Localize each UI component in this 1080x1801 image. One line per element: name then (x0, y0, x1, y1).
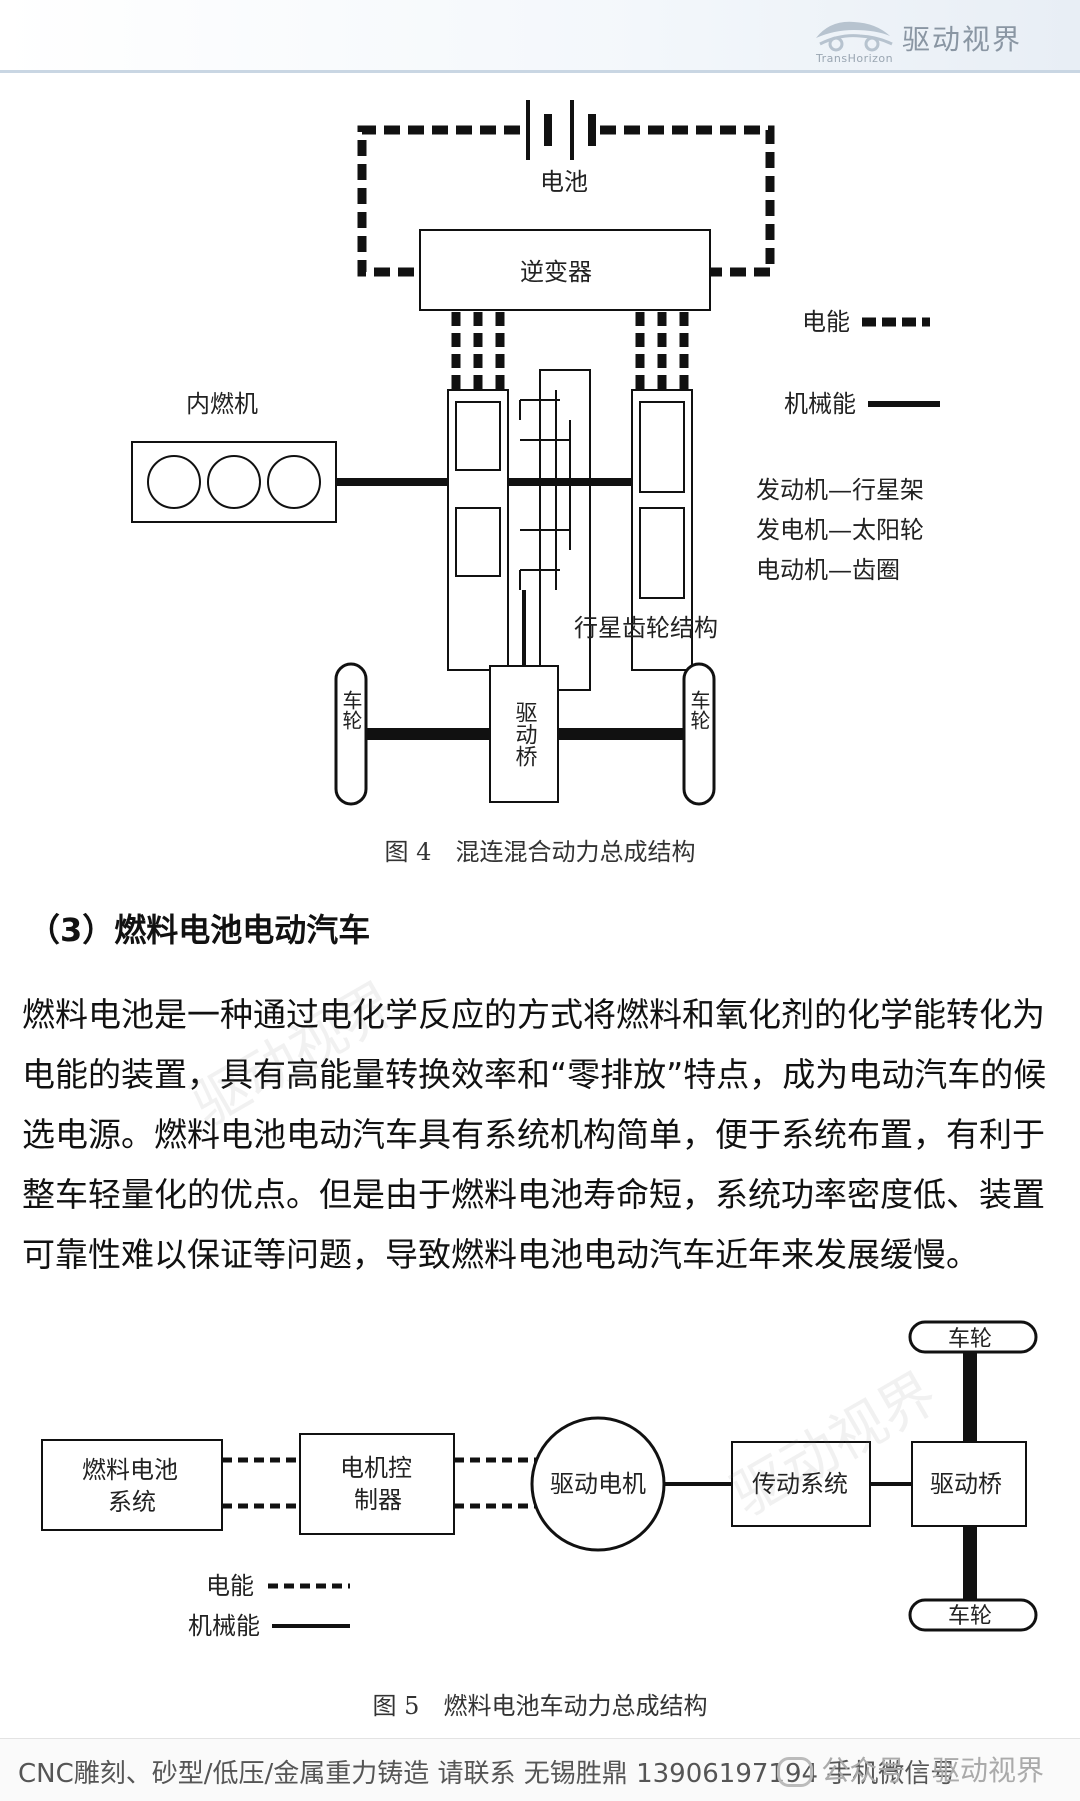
drive-axle-box (911, 1441, 1027, 1527)
legend-mechanical-label: 机械能 (188, 1612, 260, 1640)
car-logo-icon (816, 21, 893, 52)
fuel-cell-label-2: 系统 (108, 1488, 156, 1516)
section-paragraph: 燃料电池是一种通过电化学反应的方式将燃料和氧化剂的化学能转化为电能的装置，具有高… (22, 995, 1047, 1274)
motor-controller-box (299, 1433, 455, 1535)
planetary-gear (519, 369, 591, 691)
motor-unit (631, 389, 693, 671)
drive-motor-label: 驱动电机 (550, 1470, 646, 1498)
brand-name: 驱动视界 (902, 23, 1023, 56)
section-heading: （3）燃料电池电动汽车 (28, 911, 371, 949)
figure-4-caption: 图 4 混连混合动力总成结构 (384, 838, 696, 866)
official-account-label: 公众号 · 驱动视界 (821, 1754, 1044, 1787)
motor-controller-label-2: 制器 (354, 1486, 402, 1514)
wechat-icon (777, 1757, 814, 1787)
fuel-cell-label-1: 燃料电池 (82, 1456, 178, 1484)
page-footer: CNC雕刻、砂型/低压/金属重力铸造 请联系 无锡胜鼎 13906197194 … (0, 1738, 1080, 1801)
official-account-watermark: 公众号 · 驱动视界 (777, 1749, 1044, 1789)
wheel-left-label: 车轮 (339, 690, 363, 730)
legend-mechanical-label: 机械能 (784, 390, 856, 418)
figure-5-caption: 图 5 燃料电池车动力总成结构 (372, 1692, 708, 1720)
mapping-engine: 发动机—行星架 (756, 476, 924, 504)
brand-name-en: TransHorizon (816, 52, 894, 65)
figure-5-diagram: 车轮 车轮 燃料电池 系统 电机控 制器 驱动电机 传动系统 驱动桥 电能 机械… (41, 1320, 1038, 1640)
battery-icon (526, 100, 596, 160)
battery-label: 电池 (540, 168, 588, 196)
mapping-motor: 电动机—齿圈 (756, 556, 900, 584)
drive-axle-label: 驱动桥 (512, 701, 538, 767)
transmission-box (731, 1441, 871, 1527)
wheel-left (334, 662, 368, 806)
page-header: 驱动视界 TransHorizon (0, 0, 1080, 73)
wheel-bottom-label: 车轮 (948, 1604, 992, 1629)
legend-electric-label: 电能 (802, 308, 850, 336)
engine-box (131, 441, 337, 523)
mapping-generator: 发电机—太阳轮 (756, 516, 924, 544)
drive-axle-label: 驱动桥 (930, 1470, 1002, 1498)
wheel-right-label: 车轮 (687, 690, 711, 730)
inverter-label: 逆变器 (520, 258, 592, 286)
engine-cylinder (207, 455, 261, 509)
brand-logo: 驱动视界 TransHorizon (810, 12, 1040, 65)
engine-label: 内燃机 (186, 390, 258, 418)
figure-4-diagram: 电池 逆变器 电能 机械能 内燃机 (131, 100, 940, 806)
legend-electric-label: 电能 (206, 1572, 254, 1600)
wheel-right (682, 662, 716, 806)
wheel-top-label: 车轮 (948, 1327, 992, 1352)
engine-cylinder (267, 455, 321, 509)
inverter-connections (451, 312, 689, 390)
generator-unit (447, 389, 509, 671)
wheel-bottom (908, 1598, 1038, 1632)
fuel-cell-box (41, 1439, 223, 1531)
battery-circuit (357, 125, 775, 277)
drive-axle-box (489, 665, 559, 803)
transmission-label: 传动系统 (752, 1470, 848, 1498)
engine-cylinder (147, 455, 201, 509)
planetary-label: 行星齿轮结构 (574, 614, 718, 642)
motor-controller-label-1: 电机控 (340, 1454, 412, 1482)
inverter-box (419, 229, 711, 311)
